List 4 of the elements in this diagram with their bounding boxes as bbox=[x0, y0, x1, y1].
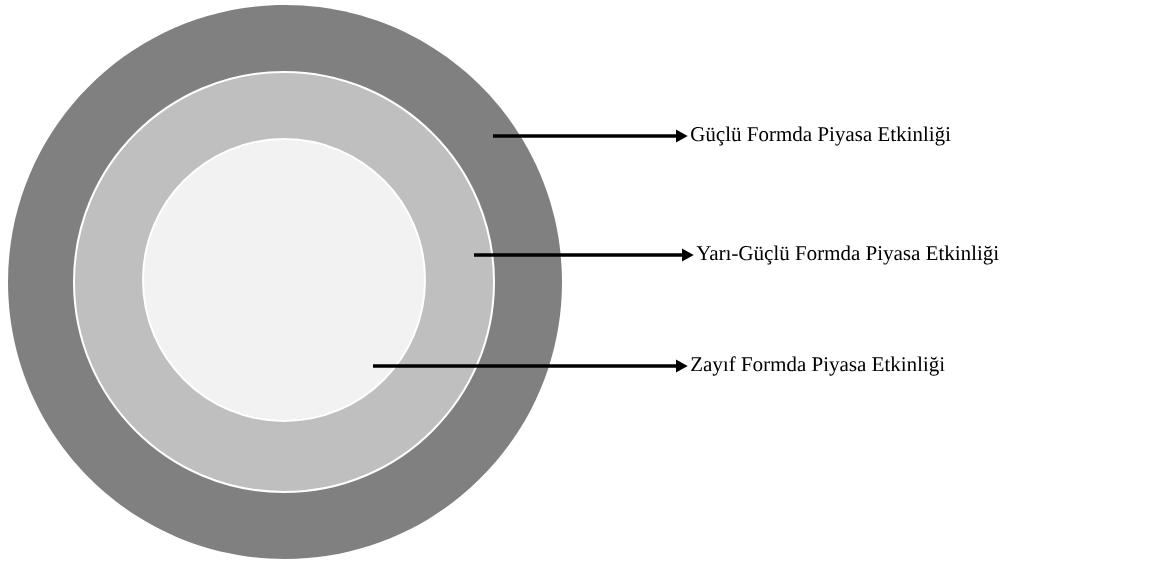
label-text: Yarı-Güçlü Formda Piyasa Etkinliği bbox=[696, 245, 999, 265]
circle-region bbox=[142, 138, 426, 422]
label-text: Güçlü Formda Piyasa Etkinliği bbox=[691, 126, 951, 146]
label-text: Zayıf Formda Piyasa Etkinliği bbox=[691, 356, 945, 376]
